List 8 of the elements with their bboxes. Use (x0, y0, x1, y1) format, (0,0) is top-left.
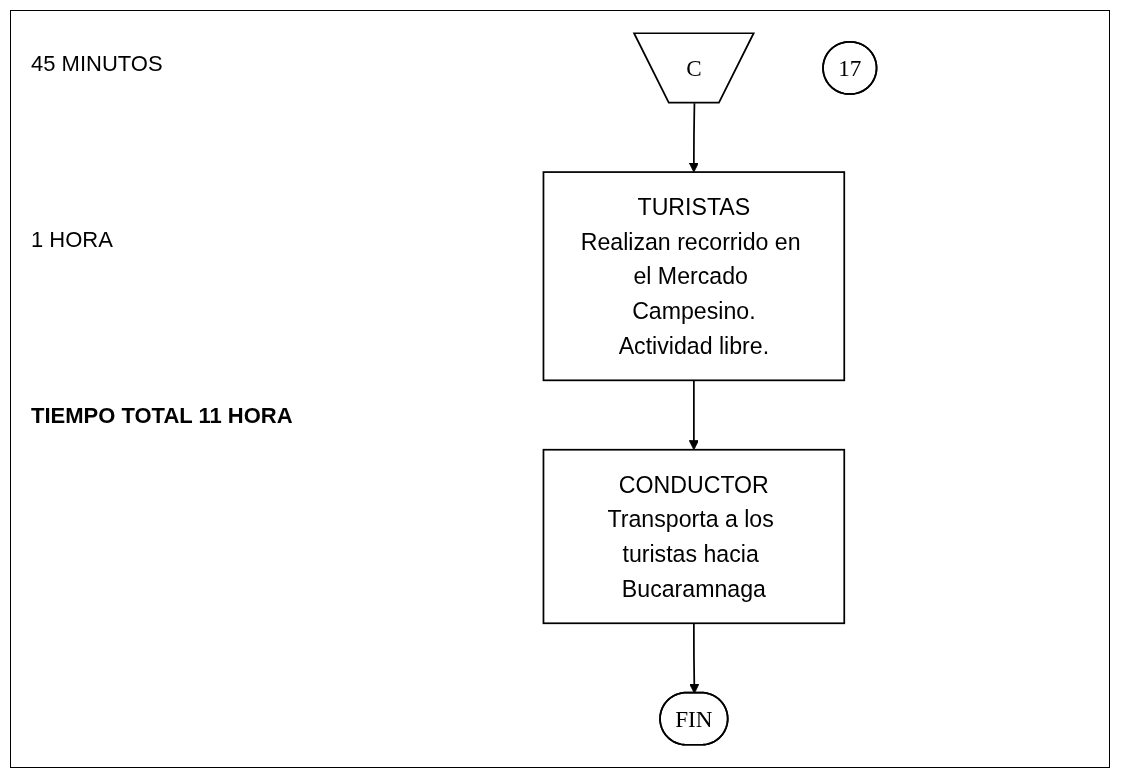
arrow (688, 379, 699, 451)
total-time-note: TIEMPO TOTAL 11 HORA (31, 403, 294, 429)
arrow (689, 622, 700, 694)
node-box: CONDUCTOR Transporta a los turistas hacia Bucaramnaga (542, 448, 846, 625)
duration-label: 1 HORA (31, 227, 114, 253)
arrow (688, 102, 699, 173)
duration-label: 45 MINUTOS (31, 51, 164, 77)
node-box: TURISTAS Realizan recorrido en el Mercado Campesino. Actividad libre. (542, 171, 846, 382)
